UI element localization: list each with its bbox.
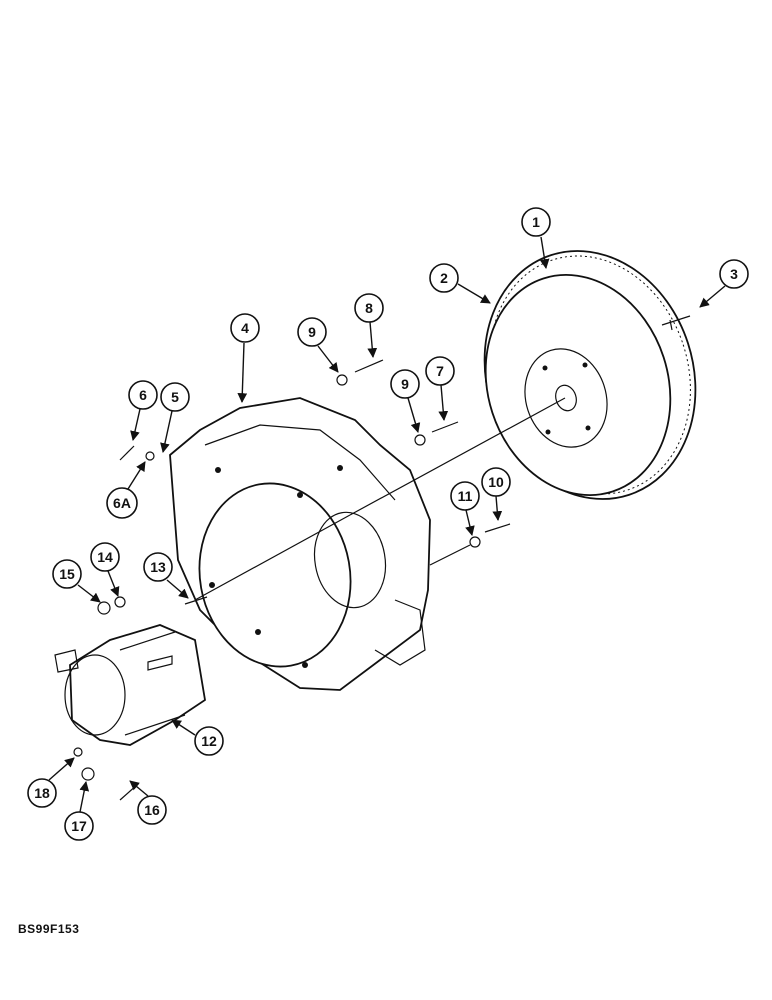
svg-text:6: 6 — [139, 387, 147, 403]
callout-8: 8 — [354, 293, 384, 358]
callout-11: 11 — [450, 481, 480, 536]
svg-text:1: 1 — [532, 214, 540, 230]
svg-text:7: 7 — [436, 363, 444, 379]
callout-7: 7 — [425, 356, 455, 421]
flywheel-housing — [169, 397, 431, 691]
callout-4: 4 — [230, 313, 260, 403]
svg-text:2: 2 — [440, 270, 448, 286]
callout-6: 6 — [128, 380, 158, 441]
svg-text:6A: 6A — [113, 495, 131, 511]
callout-18: 18 — [27, 757, 75, 808]
callout-16: 16 — [129, 780, 167, 825]
svg-text:16: 16 — [144, 802, 160, 818]
callout-12: 12 — [171, 719, 224, 756]
callout-17: 17 — [64, 781, 94, 841]
callout-10: 10 — [481, 467, 511, 521]
callout-5: 5 — [160, 382, 190, 453]
alignment-lines — [194, 397, 566, 601]
svg-text:4: 4 — [241, 320, 249, 336]
flywheel-ring-gear — [483, 250, 697, 500]
svg-text:18: 18 — [34, 785, 50, 801]
svg-text:17: 17 — [71, 818, 87, 834]
callout-13: 13 — [143, 552, 189, 599]
svg-text:12: 12 — [201, 733, 217, 749]
callout-15: 15 — [52, 559, 101, 603]
svg-text:15: 15 — [59, 566, 75, 582]
svg-text:14: 14 — [97, 549, 113, 565]
callout-1: 1 — [521, 207, 551, 269]
callout-9-lower: 9 — [390, 369, 421, 433]
svg-text:13: 13 — [150, 559, 166, 575]
bolts-and-nuts — [73, 315, 691, 801]
svg-text:11: 11 — [458, 488, 473, 504]
svg-text:3: 3 — [730, 266, 738, 282]
callout-6a: 6A — [106, 461, 146, 519]
callout-14: 14 — [90, 542, 120, 597]
svg-text:10: 10 — [488, 474, 504, 490]
callout-3: 3 — [699, 259, 749, 308]
svg-text:8: 8 — [365, 300, 373, 316]
starter-motor — [54, 624, 206, 746]
callout-2: 2 — [429, 263, 491, 304]
svg-text:9: 9 — [401, 376, 409, 392]
figure-code: BS99F153 — [18, 922, 80, 936]
svg-text:5: 5 — [171, 389, 179, 405]
svg-text:9: 9 — [308, 324, 316, 340]
callout-9-upper: 9 — [297, 317, 339, 373]
